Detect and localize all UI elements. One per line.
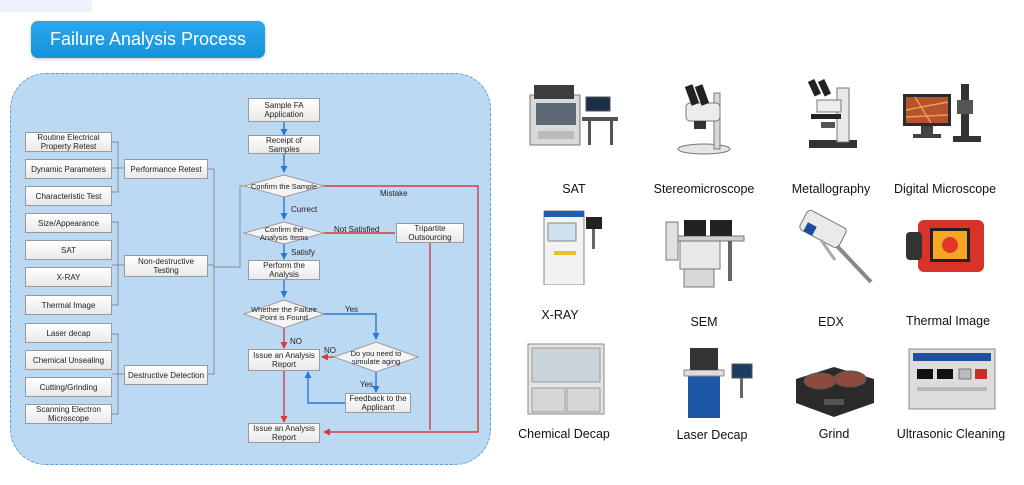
test-sem: Scanning Electron Microscope	[25, 404, 112, 424]
edge-label-satisfy: Satisfy	[291, 248, 316, 257]
equipment-label-laser-decap: Laser Decap	[676, 428, 748, 442]
equipment-sem: SEM	[645, 210, 763, 329]
edge-label-not-satisfied: Not Satisfied	[334, 225, 380, 234]
equipment-chemical-decap: Chemical Decap	[505, 340, 623, 450]
equipment-label-sem: SEM	[690, 315, 718, 329]
header-strip	[0, 0, 92, 12]
group-destructive: Destructive Detection	[124, 365, 208, 385]
equipment-label-sat: SAT	[562, 182, 586, 196]
decision-failure-found: Whether the Failure Point is Found	[251, 304, 317, 322]
equipment-label-ultrasonic-cleaning: Ultrasonic Cleaning	[896, 427, 1006, 441]
group-non-destructive: Non-destructive Testing	[124, 255, 208, 277]
digital-microscope-icon	[903, 84, 981, 142]
page-title: Failure Analysis Process	[31, 21, 265, 58]
test-characteristic: Characteristic Test	[25, 186, 112, 206]
test-dynamic-parameters: Dynamic Parameters	[25, 159, 112, 179]
decision-confirm-sample: Confirm the Sample	[250, 181, 318, 191]
step-feedback: Feedback to the Applicant	[345, 393, 411, 413]
equipment-laser-decap: Laser Decap	[653, 340, 771, 450]
edge-label-mistake: Mistake	[380, 189, 408, 198]
thermal-camera-icon	[906, 220, 984, 272]
equipment-label-xray: X-RAY	[541, 308, 579, 322]
equipment-label-thermal-image: Thermal Image	[905, 314, 991, 328]
equipment-ultrasonic-cleaning: Ultrasonic Cleaning	[892, 345, 1010, 455]
edge-label-no-1: NO	[290, 337, 302, 346]
equipment-label-stereomicroscope: Stereomicroscope	[653, 182, 755, 196]
step-issue-report-2: Issue an Analysis Report	[248, 423, 320, 443]
laser-decap-machine-icon	[683, 348, 753, 418]
equipment-label-grind: Grind	[818, 427, 850, 441]
stereomicroscope-icon	[677, 84, 731, 155]
equipment-label-chemical-decap: Chemical Decap	[518, 427, 610, 441]
step-tripartite: Tripartite Outsourcing	[396, 223, 464, 243]
test-thermal-image: Thermal Image	[25, 295, 112, 315]
test-laser-decap: Laser decap	[25, 323, 112, 343]
step-perform: Perform the Analysis	[248, 260, 320, 280]
step-sample-fa: Sample FA Application	[248, 98, 320, 122]
equipment-label-digital-microscope: Digital Microscope	[893, 182, 997, 196]
test-sat: SAT	[25, 240, 112, 260]
equipment-edx: EDX	[772, 210, 890, 329]
step-issue-report-1: Issue an Analysis Report	[248, 349, 320, 371]
edx-probe-icon	[799, 210, 873, 284]
equipment-stereomicroscope: Stereomicroscope	[645, 75, 763, 196]
step-receipt: Receipt of Samples	[248, 135, 320, 154]
edge-label-yes-2: Yes	[360, 380, 374, 389]
edge-label-no-2: NO	[324, 346, 336, 355]
decision-confirm-items: Confirm the Analysis Items	[259, 224, 309, 242]
sem-machine-icon	[665, 220, 745, 288]
sat-machine-icon	[529, 85, 618, 146]
equipment-metallography: Metallography	[772, 70, 890, 196]
xray-machine-icon	[543, 210, 602, 285]
edge-label-yes-1: Yes	[345, 305, 359, 314]
grinder-icon	[796, 367, 874, 417]
test-size-appearance: Size/Appearance	[25, 213, 112, 233]
decision-simulate-aging: Do you need to simulate aging	[350, 348, 402, 366]
test-xray: X-RAY	[25, 267, 112, 287]
left-brackets	[112, 141, 248, 415]
metallography-microscope-icon	[807, 79, 857, 148]
test-routine-electrical: Routine Electrical Property Retest	[25, 132, 112, 152]
group-performance-retest: Performance Retest	[124, 159, 208, 179]
equipment-grind: Grind	[775, 345, 893, 455]
ultrasonic-cleaner-icon	[908, 348, 996, 410]
equipment-label-metallography: Metallography	[791, 182, 871, 196]
test-cutting-grinding: Cutting/Grinding	[25, 377, 112, 397]
equipment-label-edx: EDX	[818, 315, 844, 329]
equipment-sat: SAT	[515, 75, 633, 196]
edge-label-currect: Currect	[291, 205, 318, 214]
equipment-thermal-image: Thermal Image	[889, 210, 1007, 328]
chemical-decap-cabinet-icon	[527, 343, 605, 415]
equipment-xray: X-RAY	[501, 205, 619, 322]
test-chemical-unsealing: Chemical Unsealing	[25, 350, 112, 370]
equipment-digital-microscope: Digital Microscope	[886, 70, 1004, 196]
